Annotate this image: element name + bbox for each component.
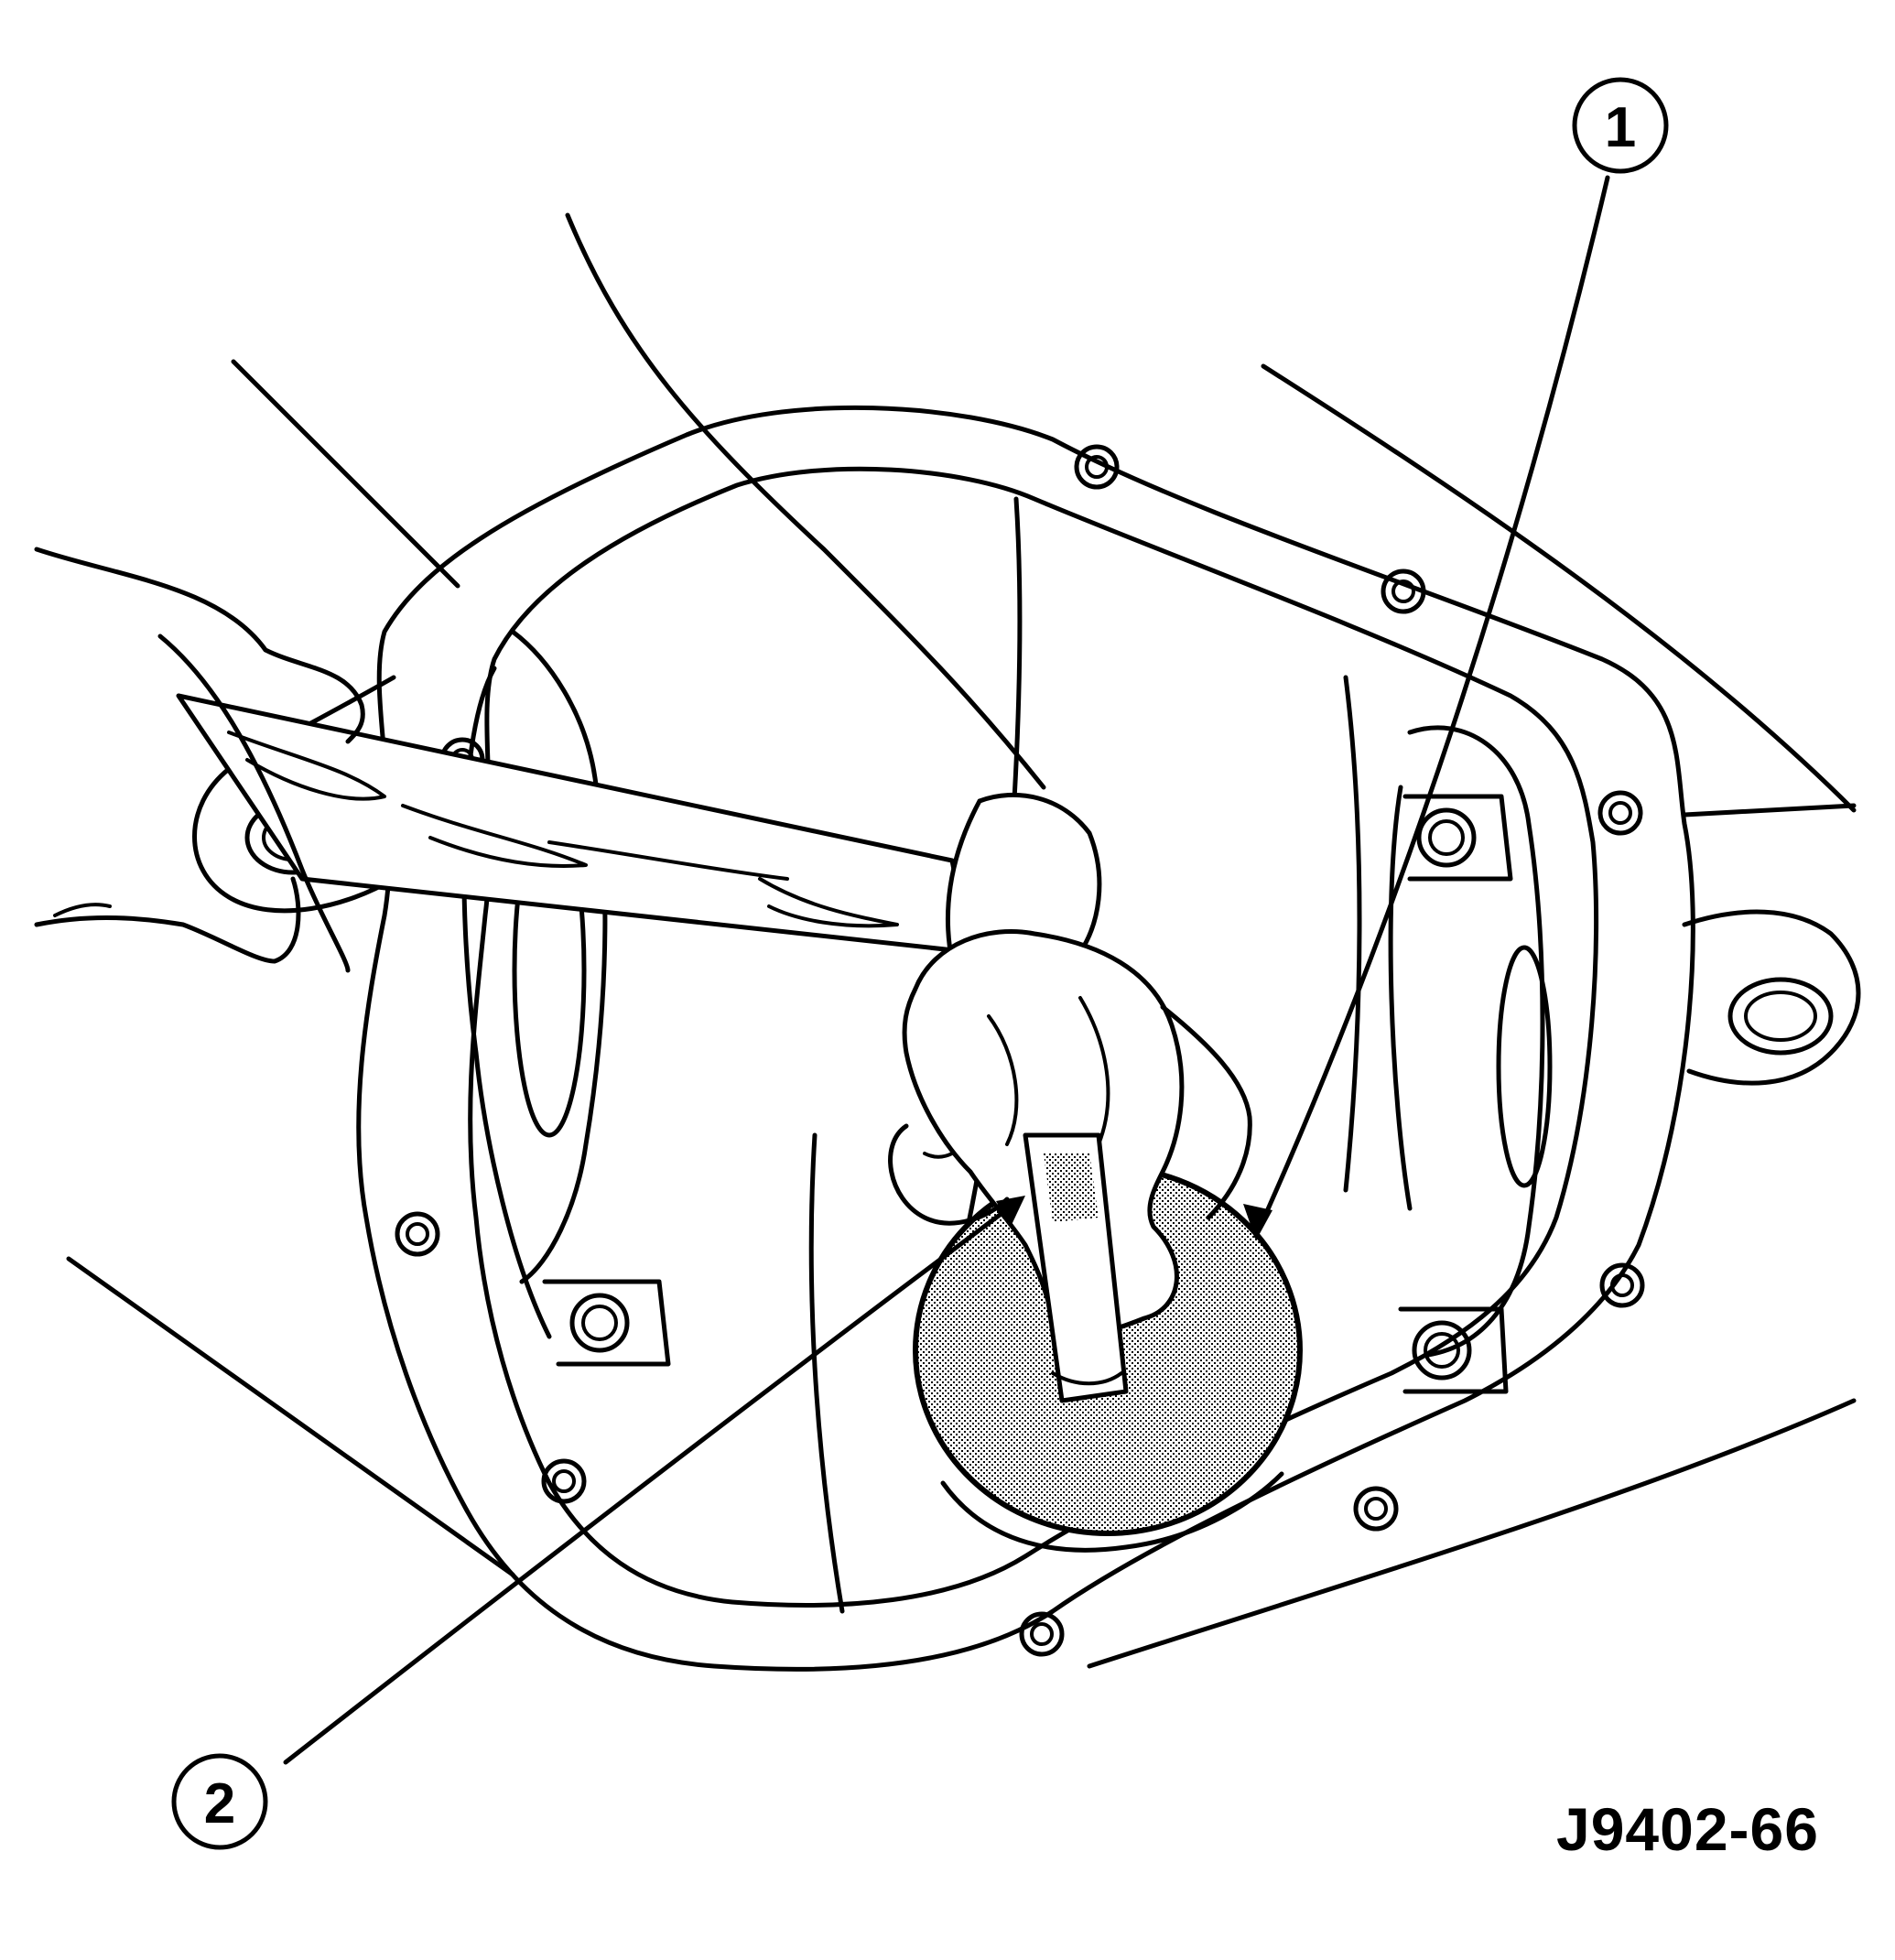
bolt-hole	[1353, 1486, 1399, 1532]
right-bearing-cap	[1388, 725, 1553, 1394]
axle-body-lines	[66, 212, 1857, 1669]
bolt-hole	[1381, 569, 1426, 614]
callout-2-label: 2	[204, 1772, 235, 1835]
bolt-hole	[1019, 1611, 1065, 1657]
leader-lines	[283, 175, 1610, 1765]
bolt-hole	[1074, 444, 1120, 490]
arrow-head-1	[1243, 1204, 1272, 1240]
bolt-hole	[541, 1458, 587, 1504]
left-bearing-cap	[461, 629, 671, 1367]
callout-2: 2	[171, 1753, 268, 1850]
bolt-hole	[1597, 790, 1643, 836]
callout-1: 1	[1572, 77, 1669, 174]
arrow-head-2	[996, 1196, 1025, 1227]
leader-line-2	[283, 1197, 1023, 1765]
callout-1-label: 1	[1605, 96, 1636, 159]
hammer	[176, 693, 1102, 964]
bolt-hole	[1599, 1262, 1645, 1308]
left-hand	[34, 547, 365, 973]
figure-id: J9402-66	[1556, 1795, 1819, 1863]
drift-punch	[1023, 1132, 1129, 1403]
leader-line-1	[1253, 175, 1610, 1239]
bolt-hole	[395, 1211, 440, 1257]
